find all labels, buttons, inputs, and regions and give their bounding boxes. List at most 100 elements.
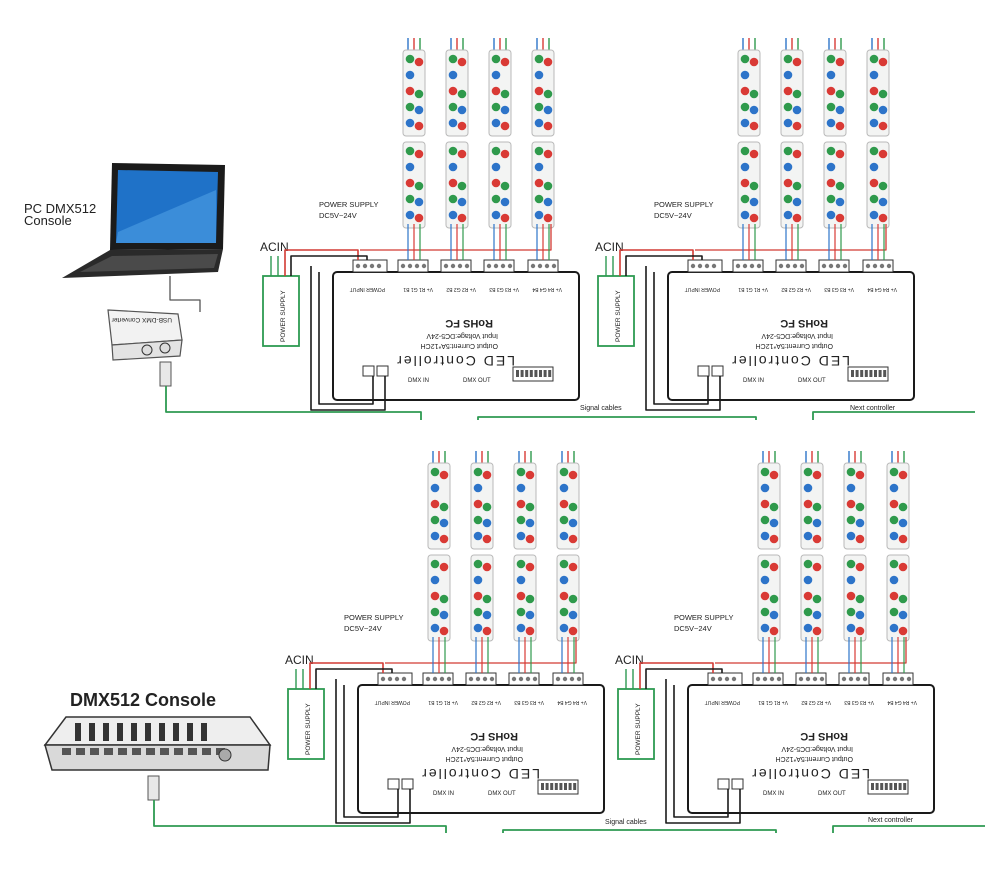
terminal-screw bbox=[805, 676, 811, 682]
led-dot bbox=[740, 70, 750, 80]
terminal-screw bbox=[842, 263, 848, 269]
terminal-screw bbox=[407, 263, 413, 269]
console-knob bbox=[218, 748, 232, 762]
power-input-label: POWER INPUT bbox=[375, 699, 410, 705]
led-dot bbox=[448, 102, 458, 112]
dip-switch-key bbox=[874, 370, 877, 377]
dip-switch-key bbox=[898, 783, 902, 790]
led-dot bbox=[749, 121, 759, 131]
terminal-screw bbox=[710, 676, 716, 682]
led-dot bbox=[869, 194, 879, 204]
terminal-label: V+ R1 G1 B1 bbox=[403, 286, 433, 292]
led-dot bbox=[473, 515, 483, 525]
input-voltage-label: Input Voltage:DC5-24V bbox=[781, 745, 853, 752]
led-dot bbox=[491, 70, 501, 80]
dip-switch-key bbox=[543, 370, 547, 377]
signal-cable bbox=[812, 411, 975, 420]
led-dot bbox=[491, 118, 501, 128]
led-dot bbox=[491, 146, 501, 156]
terminal-block bbox=[732, 259, 764, 273]
led-dot bbox=[482, 502, 492, 512]
usb-dmx-converter: USB-DMX Converter bbox=[107, 309, 183, 387]
terminal-screw bbox=[486, 263, 492, 269]
led-dot bbox=[878, 213, 888, 223]
led-dot bbox=[448, 54, 458, 64]
console-button bbox=[118, 748, 127, 755]
led-dot bbox=[414, 213, 424, 223]
power-wire-black bbox=[645, 668, 723, 689]
feed-wire-red bbox=[715, 637, 907, 664]
terminal-screw bbox=[507, 263, 513, 269]
terminal-label: V+ R4 G4 B4 bbox=[557, 699, 587, 705]
led-dot bbox=[500, 149, 510, 159]
led-dot bbox=[783, 70, 793, 80]
led-dot bbox=[405, 86, 415, 96]
led-dot bbox=[482, 610, 492, 620]
led-dot bbox=[534, 70, 544, 80]
led-dot bbox=[760, 559, 770, 569]
dip-switch-key bbox=[880, 783, 884, 790]
led-dot bbox=[792, 57, 802, 67]
led-dot bbox=[516, 467, 526, 477]
dip-switch-key bbox=[871, 783, 874, 790]
led-dot bbox=[430, 591, 440, 601]
output-current-label: Output Current:5A*12CH bbox=[756, 342, 833, 349]
led-strip bbox=[843, 451, 867, 642]
dmx-out-label: DMX OUT bbox=[818, 791, 846, 797]
terminal-screw bbox=[482, 676, 488, 682]
led-dot bbox=[430, 559, 440, 569]
led-strip bbox=[800, 451, 824, 642]
terminal-screw bbox=[812, 676, 818, 682]
console-button bbox=[146, 748, 155, 755]
console-fader bbox=[103, 723, 109, 741]
led-dot bbox=[559, 467, 569, 477]
led-dot bbox=[792, 105, 802, 115]
led-dot bbox=[414, 89, 424, 99]
terminal-label: V+ R1 G1 B1 bbox=[758, 699, 788, 705]
led-dot bbox=[525, 594, 535, 604]
led-strip bbox=[866, 38, 890, 229]
dip-switch-key bbox=[903, 783, 907, 790]
terminal-screw bbox=[400, 263, 406, 269]
power-supply-voltage: DC5V~24V bbox=[654, 211, 692, 220]
led-dot bbox=[792, 149, 802, 159]
terminal-screw bbox=[731, 676, 737, 682]
dmx512-console bbox=[43, 716, 272, 801]
terminal-screw bbox=[762, 676, 768, 682]
feed-wire-red bbox=[695, 224, 887, 251]
led-dot bbox=[812, 610, 822, 620]
xlr-connector bbox=[731, 778, 744, 790]
power-wire-black bbox=[315, 668, 393, 689]
led-dot bbox=[405, 102, 415, 112]
led-dot bbox=[457, 197, 467, 207]
led-dot bbox=[525, 534, 535, 544]
dmx-out-label: DMX OUT bbox=[463, 378, 491, 384]
led-dot bbox=[448, 146, 458, 156]
xlr-connector bbox=[717, 778, 730, 790]
led-dot bbox=[812, 562, 822, 572]
led-dot bbox=[516, 575, 526, 585]
input-voltage-label: Input Voltage:DC5-24V bbox=[761, 332, 833, 339]
led-dot bbox=[835, 89, 845, 99]
led-dot bbox=[878, 181, 888, 191]
led-dot bbox=[516, 623, 526, 633]
ground-wire bbox=[335, 679, 411, 824]
power-wire-red bbox=[309, 662, 384, 689]
led-dot bbox=[534, 194, 544, 204]
led-dot bbox=[559, 623, 569, 633]
led-dot bbox=[740, 102, 750, 112]
dip-switch-key bbox=[545, 783, 549, 790]
xlr-connector bbox=[387, 778, 400, 790]
led-dot bbox=[430, 515, 440, 525]
terminal-screw bbox=[518, 676, 524, 682]
led-dot bbox=[473, 467, 483, 477]
signal-cable bbox=[153, 800, 447, 833]
terminal-screw bbox=[749, 263, 755, 269]
terminal-screw bbox=[724, 676, 730, 682]
led-dot bbox=[473, 531, 483, 541]
led-dot bbox=[769, 626, 779, 636]
terminal-screw bbox=[828, 263, 834, 269]
led-dot bbox=[568, 534, 578, 544]
led-dot bbox=[473, 591, 483, 601]
ground-wire bbox=[343, 685, 399, 818]
